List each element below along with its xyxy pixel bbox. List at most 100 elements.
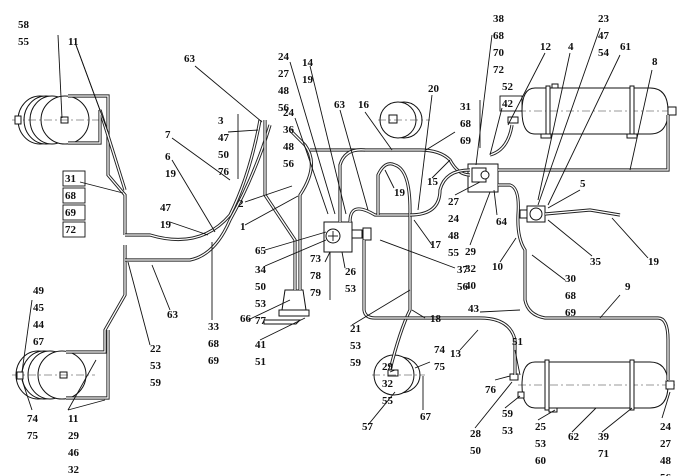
callout-number: 59 [350,357,362,369]
callout-number: 68 [460,118,472,130]
callout-number: 48 [660,455,672,467]
leader-line [629,69,653,171]
callout-number: 27 [448,196,460,208]
leader-line [537,409,556,421]
callout-number: 59 [150,377,162,389]
callout-number: 19 [302,74,314,86]
callout-number: 48 [278,85,290,97]
leader-line [493,189,498,216]
callout-13: 13 [450,348,462,360]
callout-57: 57 [362,421,374,433]
callout-number: 63 [167,309,179,321]
brake-chamber-upper-left [12,95,100,145]
callout-number: 44 [33,319,45,331]
pipe-segment-bore [264,120,296,290]
callout-box [62,221,86,238]
callout-number: 48 [283,141,295,153]
leader-line [454,181,481,196]
leader-line [227,129,259,133]
callout-number: 56 [283,158,295,170]
callout-number: 34 [255,264,267,276]
callout-number: 5 [580,178,586,190]
pipe-segment-bore [489,124,513,156]
leader-line [489,107,503,156]
callout-number: 40 [465,280,477,292]
leader-line [413,219,433,246]
callout-12: 12 [540,41,552,53]
leader-line [57,34,63,119]
callout-63-top: 63 [184,53,196,65]
leader-line [21,379,33,411]
leader-line [244,195,299,226]
callout-number: 57 [362,421,374,433]
leader-lines [21,27,671,433]
leader-line [367,391,396,426]
brake-chamber-top [378,101,430,139]
callout-64: 64 [496,216,508,228]
callout-number: 14 [302,57,314,69]
leader-line [244,185,293,203]
callout-number: 3 [218,115,224,127]
callout-number: 29 [68,430,80,442]
leader-line [79,181,124,194]
leader-line [425,131,456,151]
callout-number: 9 [625,281,631,293]
callout-number: 71 [598,448,609,460]
leader-line [264,231,327,251]
callout-number: 24 [448,213,460,225]
callout-number: 41 [255,339,266,351]
callout-number: 45 [33,302,45,314]
air-tank-lower [509,359,675,413]
leader-line [384,169,395,189]
leader-line [494,375,511,381]
callout-number: 24 [278,51,290,63]
callout-number: 72 [493,64,505,76]
callout-20: 20 [428,83,440,95]
callout-number: 70 [493,47,505,59]
callout-number: 74 [27,413,39,425]
callout-15: 15 [427,176,439,188]
callout-number: 11 [68,413,78,425]
callout-number: 60 [535,455,547,467]
leader-line [194,65,263,123]
leader-line [259,317,306,341]
callout-number: 61 [620,41,631,53]
callout-number: 50 [255,281,267,293]
callout-number: 35 [590,256,602,268]
pipe-segment-bore [68,109,126,191]
callout-number: 59 [502,408,514,420]
callout-number: 21 [350,323,361,335]
callout-62: 62 [568,431,580,443]
callout-number: 63 [334,99,346,111]
callout-number: 56 [278,102,290,114]
leader-line [507,52,546,126]
callout-number: 15 [427,176,439,188]
pipe-segment-bore [289,129,312,290]
callout-number: 55 [382,395,394,407]
leader-line [499,237,517,263]
callout-number: 17 [430,239,442,251]
leader-line [504,395,521,409]
callout-number: 54 [598,47,610,59]
callout-number: 56 [660,472,672,476]
callout-number: 53 [502,425,514,437]
callout-number: 7 [165,129,171,141]
callout-number: 75 [434,361,446,373]
callout-number: 64 [496,216,508,228]
callout-number: 37 [457,264,469,276]
pipe-segment-bore [66,245,126,353]
